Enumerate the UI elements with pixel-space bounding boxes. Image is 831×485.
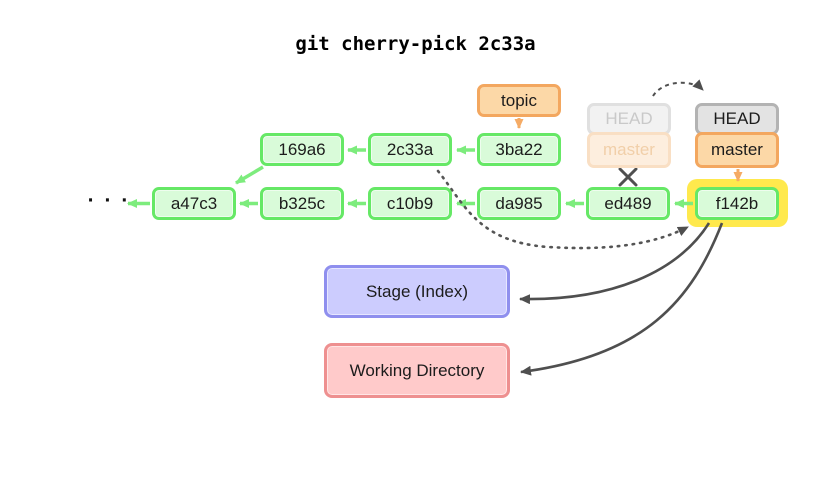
ref-pointer-arrows: [514, 118, 743, 182]
commit-169a6: 169a6: [260, 133, 344, 166]
history-ellipsis: · · ·: [87, 189, 131, 212]
master-text: master: [711, 140, 763, 159]
working-directory-arrow: [520, 222, 724, 376]
stage-label: Stage (Index): [365, 281, 469, 301]
diagram-title: git cherry-pick 2c33a: [295, 33, 536, 55]
old-master-label: master: [587, 132, 671, 168]
working-directory-label: Working Directory: [349, 360, 485, 380]
old-master-text: master: [603, 140, 655, 159]
commit-label: f142b: [715, 193, 759, 213]
branch-label-topic: topic: [477, 84, 561, 117]
commit-label: c10b9: [386, 193, 434, 213]
master-label: master: [695, 132, 779, 168]
stage-arrow: [519, 222, 711, 305]
commit-label: 169a6: [278, 139, 326, 159]
commit-label: ed489: [604, 193, 652, 213]
commit-label: 3ba22: [495, 139, 543, 159]
commit-f142b: f142b: [695, 187, 779, 220]
commit-da985: da985: [477, 187, 561, 220]
commit-label: 2c33a: [386, 139, 434, 159]
commit-a47c3: a47c3: [152, 187, 236, 220]
head-text: HEAD: [713, 109, 761, 128]
branch-label-text: topic: [501, 90, 537, 110]
working-directory-box: Working Directory: [324, 343, 510, 398]
commit-label: da985: [495, 193, 543, 213]
commit-c10b9: c10b9: [368, 187, 452, 220]
commit-b325c: b325c: [260, 187, 344, 220]
commit-label: a47c3: [170, 193, 218, 213]
commit-edge-arrows: [127, 145, 693, 208]
commit-ed489: ed489: [586, 187, 670, 220]
commit-2c33a: 2c33a: [368, 133, 452, 166]
head-move-arrow: [652, 79, 704, 97]
stage-box: Stage (Index): [324, 265, 510, 318]
head-label: HEAD: [695, 103, 779, 135]
commit-label: b325c: [278, 193, 326, 213]
deleted-pointer-x-icon: [618, 167, 638, 187]
old-head-label: HEAD: [587, 103, 671, 135]
cherry-pick-arrow: [436, 169, 690, 250]
commit-3ba22: 3ba22: [477, 133, 561, 166]
old-head-text: HEAD: [605, 109, 653, 128]
